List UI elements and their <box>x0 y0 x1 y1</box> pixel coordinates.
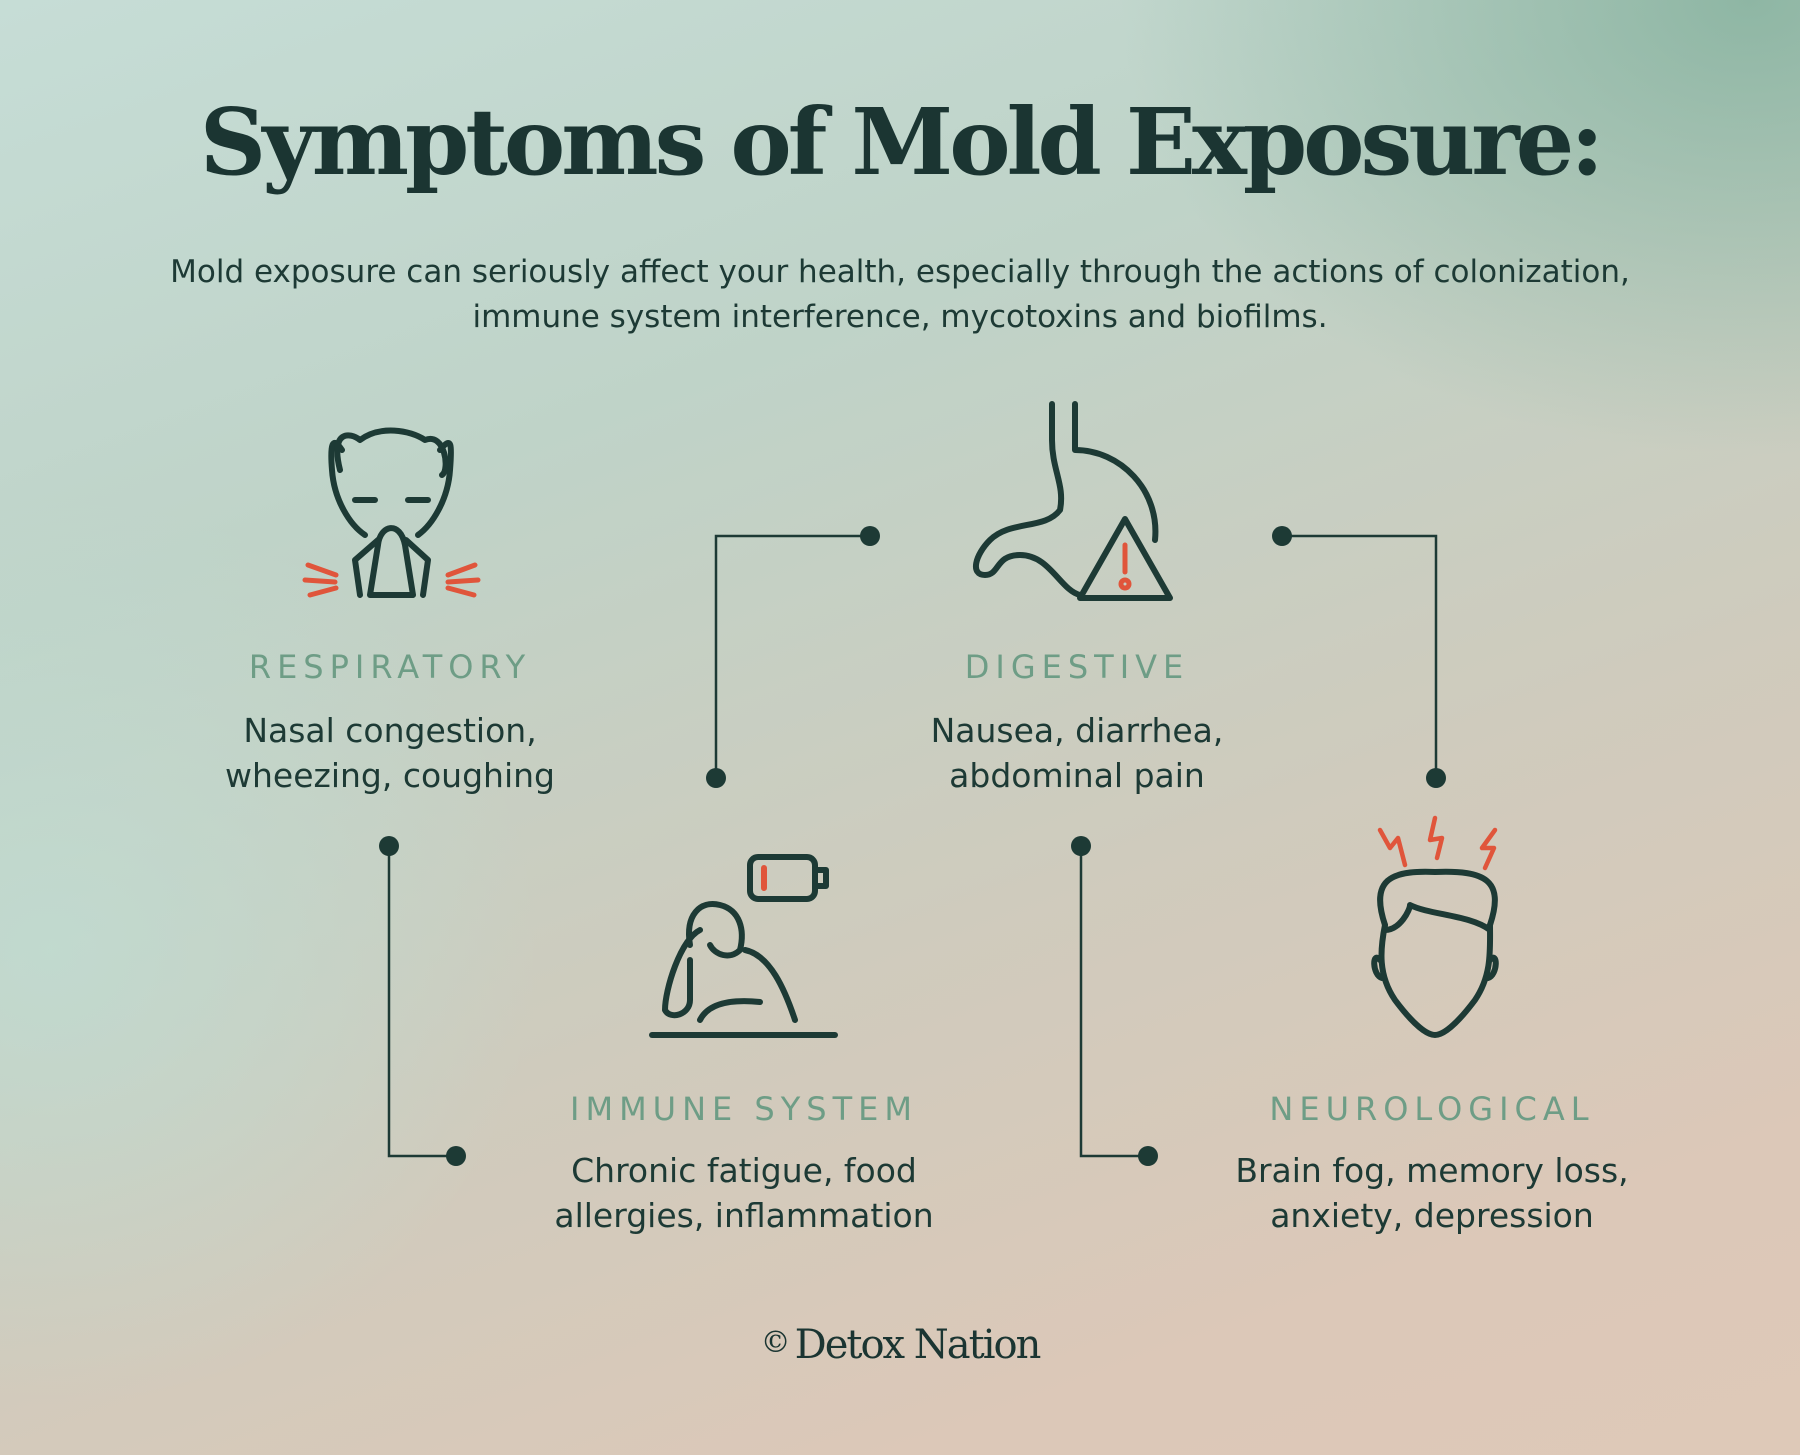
category-label-digestive: DIGESTIVE <box>964 648 1190 686</box>
copyright-symbol: © <box>760 1325 791 1360</box>
connector-respiratory-immune <box>387 846 456 1158</box>
brand-logo: ©Detox Nation <box>700 1322 1100 1368</box>
category-label-neurological: NEUROLOGICAL <box>1269 1090 1595 1128</box>
connectors <box>387 534 1438 1158</box>
sneezing-face-icon <box>302 427 481 598</box>
category-description-respiratory: Nasal congestion, wheezing, coughing <box>225 711 555 795</box>
subtitle: Mold exposure can seriously affect your … <box>170 254 1630 335</box>
connector-dots <box>379 526 1446 1166</box>
stomach-warning-icon <box>973 401 1173 601</box>
category-description-immune-system: Chronic fatigue, food allergies, inflamm… <box>554 1151 934 1235</box>
tired-person-low-battery-icon <box>649 854 838 1038</box>
category-label-immune-system: IMMUNE SYSTEM <box>570 1090 918 1128</box>
category-label-respiratory: RESPIRATORY <box>248 648 532 686</box>
category-description-digestive: Nausea, diarrhea, abdominal pain <box>930 711 1224 795</box>
category-description-neurological: Brain fog, memory loss, anxiety, depress… <box>1235 1151 1629 1235</box>
connector-digestive-neuro-bottom <box>1079 846 1148 1158</box>
connector-digestive-neuro <box>1282 534 1438 778</box>
brand-name: Detox Nation <box>794 1322 1042 1368</box>
connector-digestive-immune <box>714 534 870 778</box>
head-lightning-icon <box>1371 815 1499 1038</box>
page-title: Symptoms of Mold Exposure: <box>199 88 1604 196</box>
